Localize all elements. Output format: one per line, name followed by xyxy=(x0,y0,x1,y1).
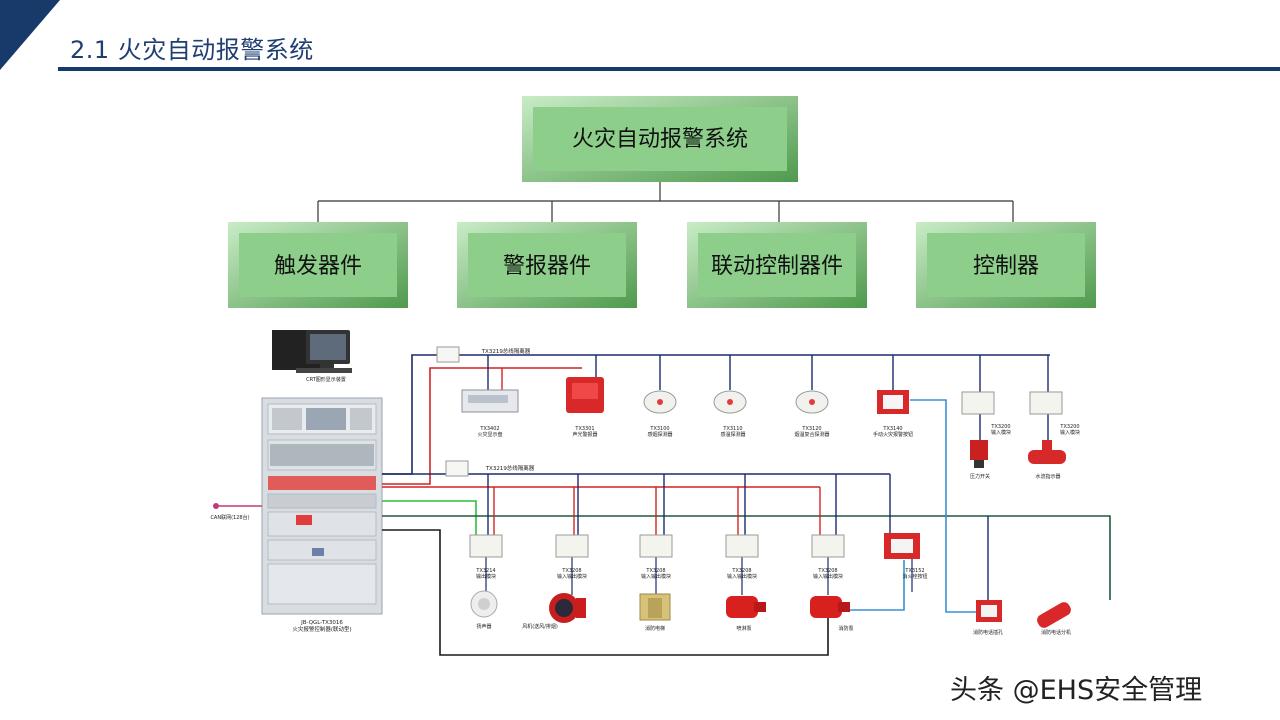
module-hydrant-button: TX3152 消火栓按钮 xyxy=(884,533,928,580)
device-code: TX3120 xyxy=(801,426,821,432)
device-phone-jack: 消防电话插孔 xyxy=(973,600,1003,636)
device-name: 感温探测器 xyxy=(720,431,745,438)
device-name: 压力开关 xyxy=(970,473,990,480)
device-name: 消火栓按钮 xyxy=(902,573,927,580)
device-name: 扬声器 xyxy=(476,623,491,630)
device-name: 消防泵 xyxy=(838,625,853,632)
device-name: 烟温复合探测器 xyxy=(794,431,829,438)
device-name: 输入模块 xyxy=(1060,429,1080,436)
device-input-module-1: TX3200 输入模块 xyxy=(961,391,1011,436)
child-node-controller: 控制器 xyxy=(916,222,1096,308)
device-heat-detector: TX3110 感温探测器 xyxy=(713,390,747,438)
header-accent xyxy=(0,0,60,70)
device-name: 输入输出模块 xyxy=(641,573,671,580)
device-name: 水流指示器 xyxy=(1035,473,1060,480)
device-smoke-heat-detector: TX3120 烟温复合探测器 xyxy=(794,390,830,438)
child-node-trigger: 触发器件 xyxy=(228,222,408,308)
header-rule xyxy=(58,67,1280,71)
device-code: TX3208 xyxy=(731,568,751,574)
device-name: 输出模块 xyxy=(476,573,496,580)
device-code: TX3140 xyxy=(882,426,902,432)
device-input-module-2: TX3200 输入模块 xyxy=(1029,391,1080,436)
device-name: 火灾显示盘 xyxy=(477,431,502,438)
device-code: TX3208 xyxy=(561,568,581,574)
isolator-label: TX3219总线隔离器 xyxy=(485,464,535,472)
module-output: TX3214 输出模块 xyxy=(469,534,503,580)
module-io-4: TX3208 输入输出模块 xyxy=(811,534,845,580)
top-drops xyxy=(487,355,1049,394)
module-io-3: TX3208 输入输出模块 xyxy=(725,534,759,580)
device-code: TX3200 xyxy=(1059,424,1079,430)
device-name: 输入输出模块 xyxy=(727,573,757,580)
device-code: TX3208 xyxy=(645,568,665,574)
isolator-label: TX3219总线隔离器 xyxy=(481,347,531,355)
device-sound-light-alarm: TX3301 声光警报器 xyxy=(566,377,604,438)
wiring-lines xyxy=(382,354,1111,656)
device-name: 输入输出模块 xyxy=(557,573,587,580)
tree-connectors xyxy=(317,181,1014,223)
device-fan: 风机(送风/排烟) xyxy=(522,593,586,630)
device-name: 声光警报器 xyxy=(572,431,597,438)
computer-label: CRT图形显示装置 xyxy=(306,376,346,383)
water-flow-indicator: 水流指示器 xyxy=(1028,440,1066,480)
child-label: 警报器件 xyxy=(503,254,591,279)
can-link: CAN联网(128台) xyxy=(210,503,262,521)
mid-drops xyxy=(487,414,1049,600)
child-node-linkage: 联动控制器件 xyxy=(687,222,867,308)
device-sprinkler-pump: 喷淋泵 xyxy=(726,596,766,632)
bus-isolator-top: TX3219总线隔离器 xyxy=(436,346,531,363)
device-code: TX3152 xyxy=(904,568,924,574)
module-device-drops xyxy=(485,557,913,595)
root-label: 火灾自动报警系统 xyxy=(572,127,748,152)
device-code: TX3200 xyxy=(990,424,1010,430)
device-name: 风机(送风/排烟) xyxy=(522,623,558,630)
child-label: 触发器件 xyxy=(274,254,362,279)
device-code: TX3214 xyxy=(475,568,495,574)
page-title: 2.1 火灾自动报警系统 xyxy=(70,36,314,64)
can-label: CAN联网(128台) xyxy=(210,514,249,521)
device-speaker: 扬声器 xyxy=(470,590,498,630)
device-fire-display: TX3402 火灾显示盘 xyxy=(461,389,519,438)
device-fire-pump: 消防泵 xyxy=(810,596,854,632)
device-code: TX3301 xyxy=(574,426,594,432)
device-manual-call-point: TX3140 手动火灾报警按钮 xyxy=(873,390,913,438)
pressure-switch: 压力开关 xyxy=(970,440,990,480)
watermark: 头条 @EHS安全管理 xyxy=(950,675,1203,706)
device-name: 消防电话分机 xyxy=(1041,629,1071,636)
device-name: 手动火灾报警按钮 xyxy=(873,431,913,438)
panel-label-2: 火灾报警控制器(联动型) xyxy=(292,625,351,633)
module-io-2: TX3208 输入输出模块 xyxy=(639,534,673,580)
panel-label-1: JB-QGL-TX3016 xyxy=(300,620,343,626)
root-node: 火灾自动报警系统 xyxy=(522,96,798,182)
device-name: 消防电梯 xyxy=(645,625,665,632)
device-code: TX3100 xyxy=(649,426,669,432)
device-code: TX3402 xyxy=(479,426,499,432)
device-name: 输入输出模块 xyxy=(813,573,843,580)
device-name: 输入模块 xyxy=(991,429,1011,436)
module-io-1: TX3208 输入输出模块 xyxy=(555,534,589,580)
red-drops xyxy=(493,368,821,535)
device-name: 感烟探测器 xyxy=(647,431,672,438)
device-code: TX3110 xyxy=(722,426,742,432)
control-panel: JB-QGL-TX3016 火灾报警控制器(联动型) xyxy=(261,397,383,633)
device-name: 喷淋泵 xyxy=(736,625,751,632)
device-code: TX3208 xyxy=(817,568,837,574)
device-smoke-detector: TX3100 感烟探测器 xyxy=(643,390,677,438)
device-name: 消防电话插孔 xyxy=(973,629,1003,636)
device-elevator: 消防电梯 xyxy=(639,593,671,632)
child-label: 联动控制器件 xyxy=(711,254,843,279)
device-phone-extension: 消防电话分机 xyxy=(1037,602,1071,636)
child-label: 控制器 xyxy=(973,254,1039,279)
computer-icon: CRT图形显示装置 xyxy=(272,330,352,383)
child-node-alarm: 警报器件 xyxy=(457,222,637,308)
bus-isolator-mid: TX3219总线隔离器 xyxy=(445,460,535,477)
